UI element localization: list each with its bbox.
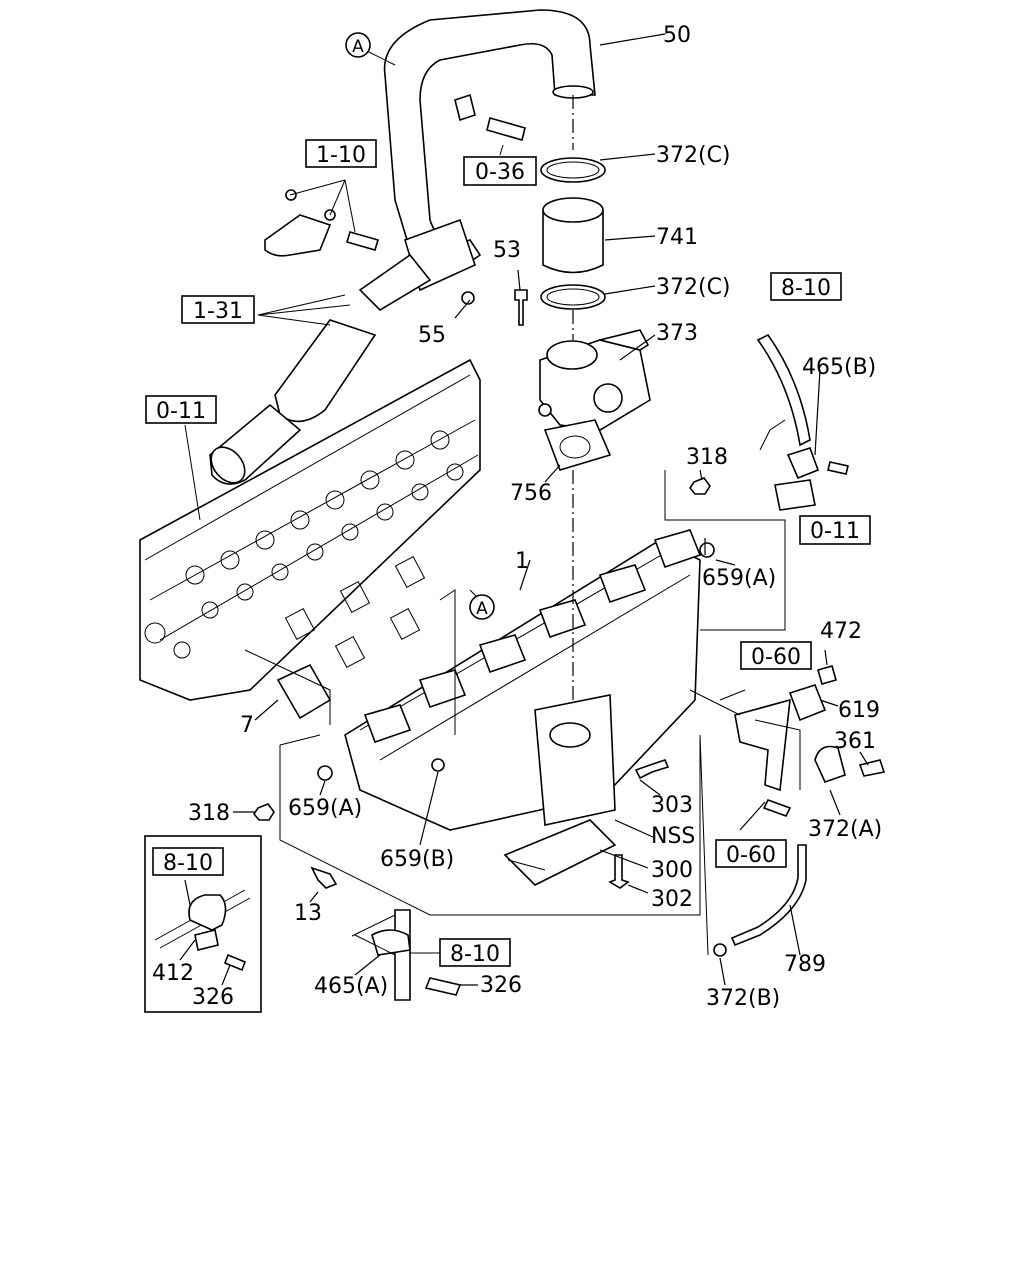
label-300: 300: [651, 858, 693, 883]
ref-box-1-31[interactable]: 1-31: [181, 295, 255, 324]
ref-0-60-bottom-text[interactable]: 0-60: [726, 843, 776, 868]
ref-box-1-10[interactable]: 1-10: [305, 139, 377, 168]
label-55: 55: [418, 323, 446, 348]
ref-box-8-10-bottom[interactable]: 8-10: [439, 938, 511, 967]
ref-box-8-10-top[interactable]: 8-10: [770, 272, 842, 301]
bolt-0-36: [486, 117, 526, 141]
bolt-53: [514, 289, 528, 326]
ref-8-10-top-text[interactable]: 8-10: [781, 276, 831, 301]
throttle-body-373: [538, 329, 651, 431]
ref-box-0-60-bottom[interactable]: 0-60: [715, 839, 787, 868]
label-372b: 372(B): [706, 986, 780, 1011]
plug-659a-right: [699, 542, 715, 558]
plug-659b: [431, 758, 445, 772]
label-372c-top: 372(C): [656, 143, 731, 168]
gasket-756: [543, 419, 612, 471]
bolt-13: [310, 866, 338, 889]
label-1: 1: [515, 549, 529, 574]
label-nss: NSS: [651, 824, 695, 849]
label-303: 303: [651, 793, 693, 818]
ref-0-36-text[interactable]: 0-36: [475, 160, 525, 185]
label-326-left: 326: [192, 985, 234, 1010]
hose-465b: [756, 333, 849, 511]
ref-8-10-left-text[interactable]: 8-10: [163, 851, 213, 876]
callout-a-mid: A: [469, 594, 495, 620]
clamp-372b: [713, 943, 727, 957]
label-659a-right: 659(A): [702, 566, 776, 591]
bolt-302: [608, 854, 630, 889]
ref-1-10-text[interactable]: 1-10: [316, 143, 366, 168]
label-412: 412: [152, 961, 194, 986]
bolt-0-60: [762, 799, 792, 817]
sensor-619: [734, 665, 837, 792]
label-659a-left: 659(A): [288, 796, 362, 821]
part-labels: 50 372(C) 741 53 372(C) 55 373 465(B) 75…: [152, 23, 882, 1011]
label-53: 53: [493, 238, 521, 263]
label-50: 50: [663, 23, 691, 48]
label-756: 756: [510, 481, 552, 506]
label-7: 7: [240, 713, 254, 738]
label-326-bottom: 326: [480, 973, 522, 998]
clamp-372a: [814, 745, 886, 783]
label-619: 619: [838, 698, 880, 723]
ref-box-0-11-top[interactable]: 0-11: [145, 395, 217, 424]
cover-plate-300: [503, 819, 617, 886]
nut-318-left: [253, 803, 275, 821]
cylinder-head: [139, 358, 481, 701]
ref-box-0-11-right[interactable]: 0-11: [799, 515, 871, 545]
label-789: 789: [784, 952, 826, 977]
ref-0-60-top-text[interactable]: 0-60: [751, 645, 801, 670]
nut-318-top: [689, 477, 711, 495]
label-318-left: 318: [188, 801, 230, 826]
ref-0-11-top-text[interactable]: 0-11: [156, 399, 206, 424]
plug-659a-left: [317, 765, 333, 781]
label-372c-mid: 372(C): [656, 275, 731, 300]
label-361: 361: [834, 729, 876, 754]
label-373: 373: [656, 321, 698, 346]
ref-box-8-10-left[interactable]: 8-10: [152, 847, 224, 876]
ref-box-0-36[interactable]: 0-36: [463, 156, 537, 186]
ref-box-0-60-top[interactable]: 0-60: [740, 641, 812, 670]
bolt-303: [634, 759, 670, 780]
label-465a: 465(A): [314, 974, 388, 999]
clamp-372c-top: [540, 157, 606, 183]
sleeve-741: [542, 197, 604, 274]
intake-manifold-1: [344, 529, 702, 831]
intake-pipe-50: [358, 9, 596, 312]
label-302: 302: [651, 887, 693, 912]
label-465b: 465(B): [802, 355, 876, 380]
label-472: 472: [820, 619, 862, 644]
callout-a-mid-text: A: [476, 599, 488, 619]
clamp-372c-mid: [540, 284, 606, 310]
ref-8-10-bottom-text[interactable]: 8-10: [450, 942, 500, 967]
label-659b: 659(B): [380, 847, 454, 872]
leader-lines: [184, 33, 869, 986]
gasket-7: [276, 663, 332, 720]
ref-0-11-right-text[interactable]: 0-11: [810, 519, 860, 544]
pipe-789: [730, 844, 807, 947]
callout-a-top-text: A: [352, 37, 364, 57]
elbow-hose: [209, 319, 377, 485]
bracket-1-10: [264, 189, 379, 257]
label-372a: 372(A): [808, 817, 882, 842]
label-13: 13: [294, 901, 322, 926]
callout-a-top: A: [345, 32, 371, 58]
label-741: 741: [656, 225, 698, 250]
label-318-top: 318: [686, 445, 728, 470]
ref-1-31-text[interactable]: 1-31: [193, 299, 243, 324]
